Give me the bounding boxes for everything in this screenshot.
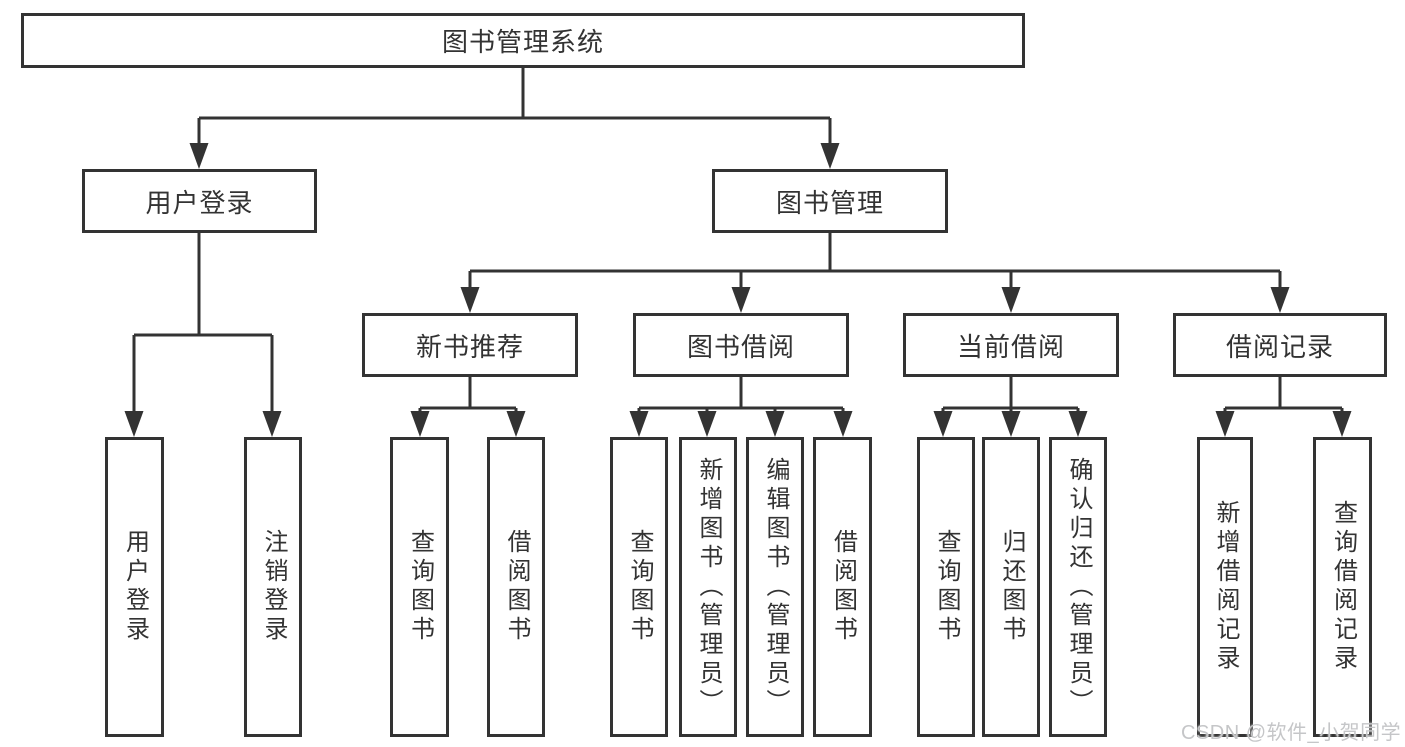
node-borrow-book-action: 借阅图书	[813, 437, 872, 737]
node-edit-book-admin: 编辑图书（管理员）	[746, 437, 804, 737]
node-add-borrow-record: 新增借阅记录	[1197, 437, 1253, 737]
node-return-book: 归还图书	[982, 437, 1040, 737]
node-book-management: 图书管理	[712, 169, 948, 233]
node-recommend-query-book: 查询图书	[390, 437, 449, 737]
node-new-book-recommend: 新书推荐	[362, 313, 578, 377]
node-label: 新增图书（管理员）	[695, 456, 722, 718]
node-logout-action: 注销登录	[244, 437, 302, 737]
node-label: 查询图书	[933, 529, 960, 645]
node-label: 用户登录	[145, 187, 254, 218]
node-add-book-admin: 新增图书（管理员）	[679, 437, 737, 737]
node-user-login-action: 用户登录	[105, 437, 164, 737]
node-label: 图书借阅	[686, 331, 795, 362]
node-label: 新增借阅记录	[1212, 500, 1239, 674]
node-root-library-system: 图书管理系统	[21, 13, 1025, 68]
node-label: 查询图书	[406, 529, 434, 645]
node-recommend-borrow-book: 借阅图书	[487, 437, 545, 737]
node-current-borrow: 当前借阅	[903, 313, 1119, 377]
node-borrow-records: 借阅记录	[1173, 313, 1387, 377]
node-book-borrow: 图书借阅	[633, 313, 849, 377]
node-current-query-book: 查询图书	[917, 437, 975, 737]
node-borrow-query-book: 查询图书	[610, 437, 668, 737]
node-label: 查询图书	[626, 529, 653, 645]
node-label: 借阅图书	[829, 529, 857, 645]
node-label: 确认归还（管理员）	[1065, 456, 1092, 718]
node-label: 归还图书	[998, 529, 1025, 645]
node-confirm-return-admin: 确认归还（管理员）	[1049, 437, 1107, 737]
arrowhead-icons	[124, 143, 1352, 437]
node-label: 借阅记录	[1225, 331, 1334, 362]
node-label: 借阅图书	[503, 529, 530, 645]
node-label: 图书管理	[775, 187, 884, 218]
node-label: 当前借阅	[956, 331, 1065, 362]
node-label: 新书推荐	[415, 331, 524, 362]
node-label: 图书管理系统	[441, 27, 604, 57]
node-label: 注销登录	[260, 529, 287, 645]
node-query-borrow-record: 查询借阅记录	[1313, 437, 1372, 737]
node-label: 查询借阅记录	[1329, 500, 1357, 674]
csdn-watermark: CSDN @软件_小贺同学	[1181, 722, 1402, 744]
node-label: 用户登录	[121, 529, 149, 645]
node-user-login: 用户登录	[82, 169, 317, 233]
node-label: 编辑图书（管理员）	[762, 456, 789, 718]
